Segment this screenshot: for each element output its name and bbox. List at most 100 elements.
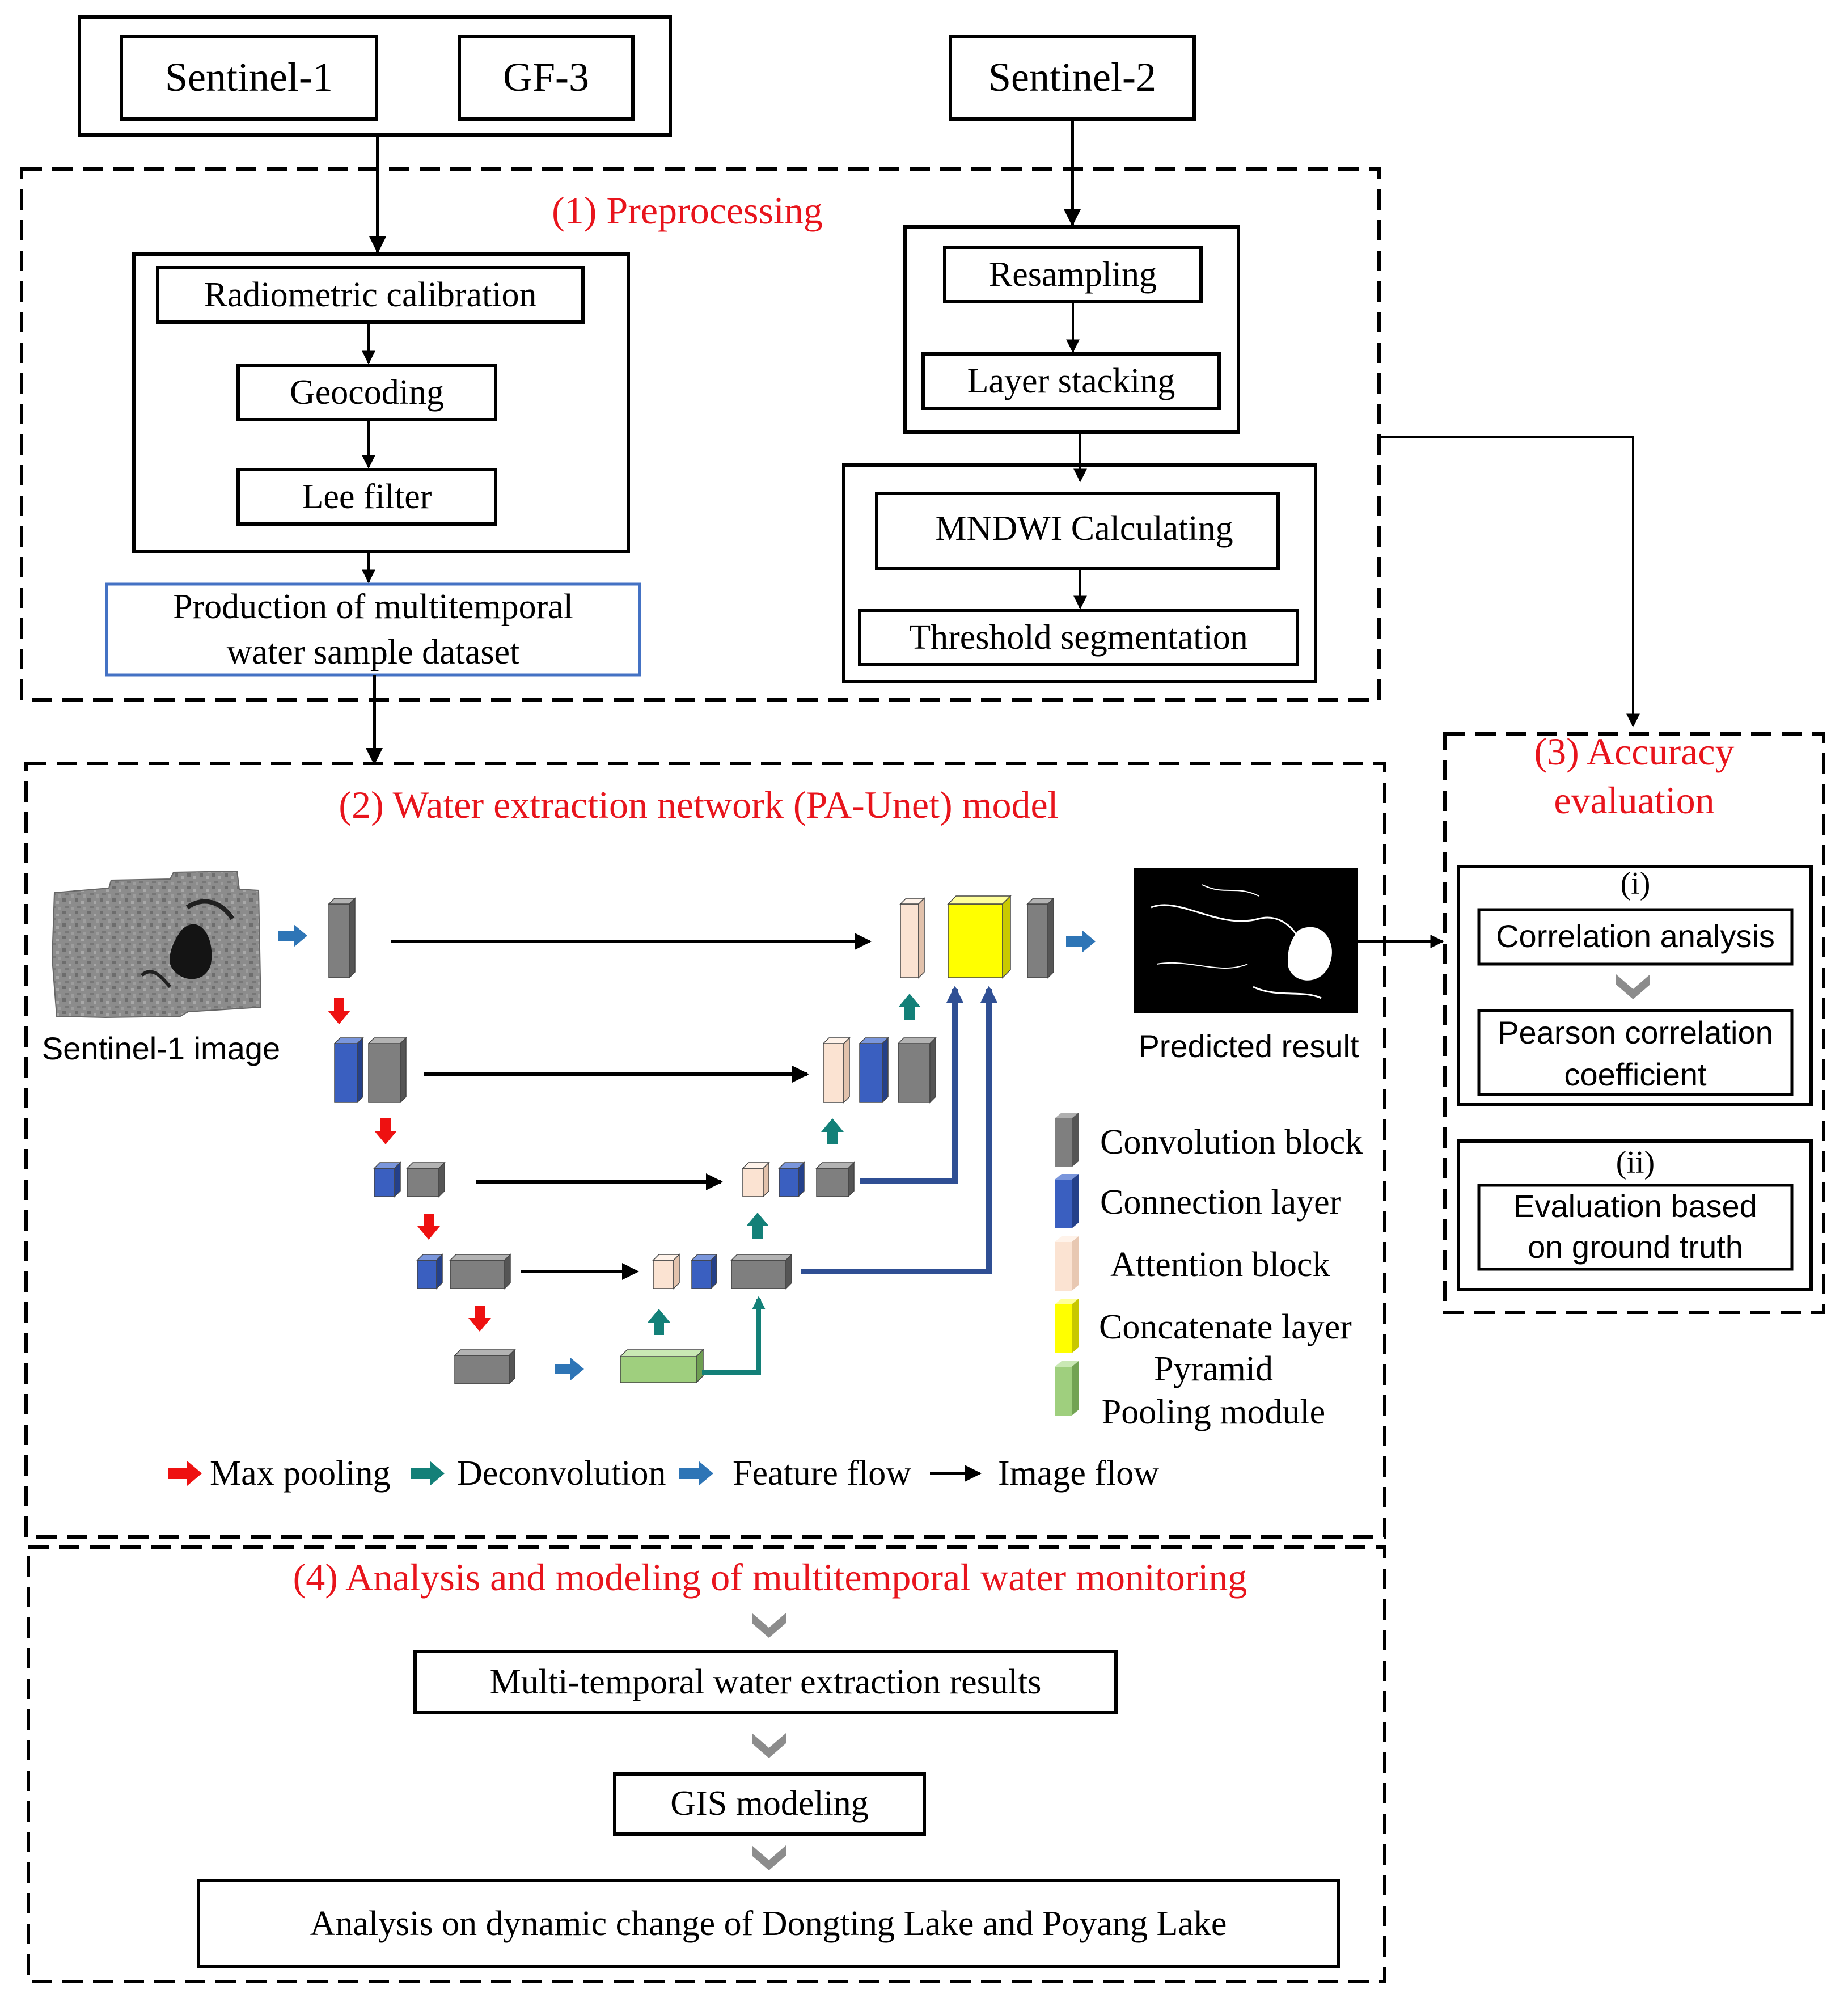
sentinel1-box xyxy=(120,35,378,121)
predicted-result-image xyxy=(1134,868,1358,1013)
accuracy-title-line1: (3) Accuracy xyxy=(1534,730,1734,773)
dynamic-change-box xyxy=(197,1879,1340,1968)
sar-sources-group: Sentinel-1 GF-3 xyxy=(78,15,672,137)
radiometric-label: Radiometric calibration xyxy=(204,276,536,314)
extraction-results-box xyxy=(413,1650,1118,1714)
conv-block-level2 xyxy=(367,1037,407,1104)
legend-concat-label: Concatenate layer xyxy=(1099,1308,1352,1346)
legend-attention-block: Attention block xyxy=(1055,1236,1330,1291)
pearson-box xyxy=(1477,1009,1794,1096)
resampling-label: Resampling xyxy=(989,255,1157,294)
extraction-results-label: Multi-temporal water extraction results xyxy=(490,1663,1042,1701)
mndwi-box xyxy=(875,492,1280,570)
max-pooling-arrow-4 xyxy=(468,1306,491,1332)
sentinel1-input-image xyxy=(51,870,262,1019)
layer-stacking-label: Layer stacking xyxy=(967,362,1175,400)
resampling-box xyxy=(943,246,1203,303)
legend-ppm-label-line2: Pooling module xyxy=(1102,1393,1325,1431)
geocoding-box xyxy=(236,364,497,421)
conv-block-level2-up xyxy=(897,1037,937,1104)
connection-layer-level2b xyxy=(859,1037,889,1104)
attention-block-level4 xyxy=(652,1253,680,1290)
analysis-chevron-icon-2 xyxy=(752,1733,786,1758)
connection-layer-level4a xyxy=(416,1253,443,1290)
feature-flow-input xyxy=(278,924,307,947)
max-pooling-arrow-3 xyxy=(417,1214,440,1240)
connection-layer-level4b xyxy=(691,1253,718,1290)
legend-conv-label: Convolution block xyxy=(1100,1123,1363,1161)
legend-connection-layer: Connection layer xyxy=(1055,1174,1342,1228)
legend-arrows-row: Max pooling Deconvolution Feature flow I… xyxy=(168,1454,1159,1493)
max-pooling-arrow-2 xyxy=(374,1118,397,1144)
mndwi-label: MNDWI Calculating xyxy=(935,509,1233,548)
analysis-title: (4) Analysis and modeling of multitempor… xyxy=(293,1556,1247,1599)
preprocessing-title: (1) Preprocessing xyxy=(552,189,823,232)
dataset-box xyxy=(105,582,641,677)
legend-feature-flow-label: Feature flow xyxy=(733,1454,911,1493)
feature-flow-output xyxy=(1066,930,1096,953)
conv-block-output xyxy=(1026,897,1055,979)
threshold-box xyxy=(858,609,1299,666)
sentinel2-source: Sentinel-2 xyxy=(949,35,1196,121)
dataset-label-line1: Production of multitemporal xyxy=(173,588,573,626)
gis-modeling-label: GIS modeling xyxy=(670,1784,869,1823)
legend-conn-label: Connection layer xyxy=(1100,1183,1342,1222)
correlation-analysis-box xyxy=(1477,908,1794,966)
conv-block-level4 xyxy=(449,1253,511,1290)
connection-layer-level2a xyxy=(333,1037,364,1104)
gf3-box xyxy=(458,35,635,121)
skip-connection-level4 xyxy=(801,986,997,1274)
skip-connection-level3 xyxy=(860,986,963,1184)
attention-block-level3 xyxy=(742,1161,770,1198)
conv-block-bottleneck xyxy=(454,1349,516,1385)
feature-flow-bottleneck xyxy=(555,1358,584,1380)
analysis-frame xyxy=(27,1545,1386,1983)
attention-block-level2 xyxy=(822,1037,851,1104)
analysis-chevron-icon-1 xyxy=(752,1613,786,1638)
arrow-preprocess-to-accuracy xyxy=(1379,436,1640,728)
threshold-label: Threshold segmentation xyxy=(909,618,1247,657)
layer-stacking-box xyxy=(921,352,1221,410)
sentinel2-box xyxy=(949,35,1196,121)
concatenate-layer xyxy=(947,895,1012,979)
dynamic-change-label: Analysis on dynamic change of Dongting L… xyxy=(310,1904,1227,1943)
dataset-label-line2: water sample dataset xyxy=(227,633,519,671)
preprocessing-arrows xyxy=(362,119,1640,765)
gis-modeling-box xyxy=(613,1772,926,1836)
legend-deconv-arrow xyxy=(411,1461,445,1486)
deconv-arrow-3 xyxy=(746,1213,769,1239)
pearson-label-line2: coefficient xyxy=(1564,1057,1707,1092)
sentinel2-label: Sentinel-2 xyxy=(988,54,1156,100)
network-legend: Convolution block Connection layer Atten… xyxy=(168,1113,1363,1493)
correlation-analysis-label: Correlation analysis xyxy=(1496,918,1775,954)
legend-attn-label: Attention block xyxy=(1110,1245,1330,1284)
network-frame xyxy=(24,762,1386,1539)
preprocessing-section: (1) Preprocessing Radiometric calibratio… xyxy=(20,167,1381,702)
connection-layer-level3b xyxy=(778,1161,805,1198)
legend-feature-flow-arrow xyxy=(679,1461,713,1486)
ground-truth-box xyxy=(1477,1184,1794,1271)
conv-block-level3-up xyxy=(815,1161,855,1198)
pearson-label-line1: Pearson correlation xyxy=(1498,1015,1773,1050)
legend-ppm-label-line1: Pyramid xyxy=(1154,1350,1273,1388)
conv-block-level3 xyxy=(406,1161,446,1198)
lee-filter-label: Lee filter xyxy=(302,478,432,516)
correlation-frame xyxy=(1457,865,1813,1106)
analysis-section: (4) Analysis and modeling of multitempor… xyxy=(27,1545,1386,1983)
accuracy-frame xyxy=(1443,732,1825,1314)
ground-truth-part-label: (ii) xyxy=(1616,1145,1655,1180)
gf3-label: GF-3 xyxy=(503,54,589,100)
deconv-arrow-1 xyxy=(898,994,921,1020)
predicted-result-label: Predicted result xyxy=(1138,1028,1359,1064)
ground-truth-label-line2: on ground truth xyxy=(1528,1229,1743,1265)
network-blocks xyxy=(278,895,1096,1385)
attention-block-level1 xyxy=(899,897,925,979)
conv-block-level4-up xyxy=(730,1253,793,1290)
legend-concatenate-layer: Concatenate layer xyxy=(1055,1299,1352,1353)
preprocessing-frame xyxy=(20,167,1381,702)
input-image-label: Sentinel-1 image xyxy=(42,1030,280,1066)
correlation-part-label: (i) xyxy=(1621,866,1651,901)
deconv-arrow-2 xyxy=(821,1118,844,1144)
analysis-chevron-icon-3 xyxy=(752,1845,786,1870)
